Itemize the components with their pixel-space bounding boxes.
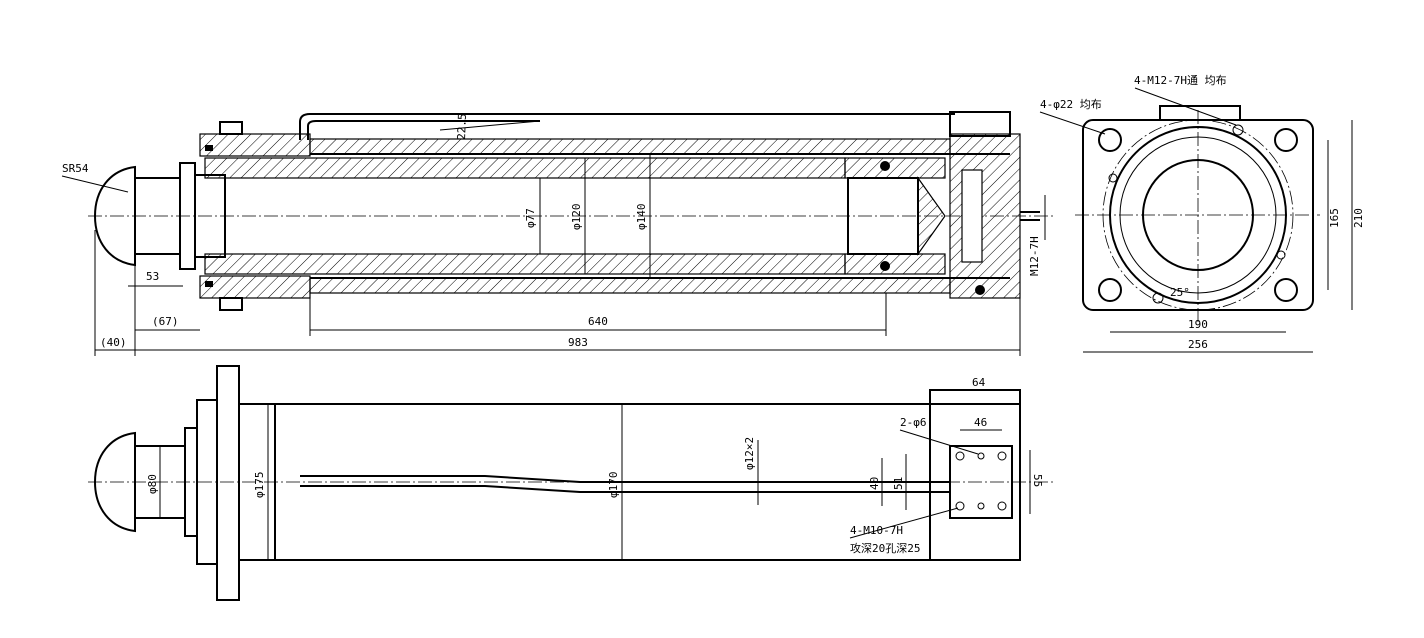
label-d120: φ120 [570,204,583,231]
label-l640: 640 [588,315,608,328]
thread-a [1232,124,1244,136]
label-h51: 51 [892,477,905,490]
label-w165: 165 [1328,208,1341,228]
seal-2 [205,281,213,287]
label-sr54: SR54 [62,162,89,175]
rod-wall-bottom [204,253,846,275]
gland-nut-top [219,121,243,135]
ext-flange [216,365,240,601]
label-l46: 46 [974,416,987,429]
hole-tl [1098,128,1122,152]
barrel-wall-bottom [309,277,951,294]
pin-1 [977,452,985,460]
label-l53: 53 [146,270,159,283]
bolt-1 [955,451,965,461]
label-l40: (40) [100,336,127,349]
section-view: 22.5 φ77 φ120 φ140 SR54 M12-7H 53 (67) 6… [61,111,1055,356]
ext-pipe-bottom [300,485,950,493]
label-angle: 22.5 [455,113,469,140]
thread-b [1152,292,1164,304]
exterior-view: φ80 φ175 φ170 φ12×2 64 46 2-φ6 40 51 55 … [88,365,1055,601]
piston-top [844,157,946,179]
pin-2 [977,502,985,510]
ext-pipe-top [300,475,950,483]
label-h40: 40 [868,477,881,490]
label-w210: 210 [1352,208,1365,228]
label-pipe: φ12×2 [743,437,756,470]
label-a25: 25° [1170,286,1190,299]
bolts-leader [849,507,959,539]
ext-dome [93,431,136,533]
thread-c [1108,173,1118,183]
label-l64: 64 [972,376,986,389]
label-pins: 2-φ6 [900,416,927,429]
label-h55: 55 [1031,474,1044,487]
flange-holes-leader [1039,111,1106,135]
flange-top-boss [1159,105,1241,121]
label-d170: φ170 [607,472,620,499]
label-d140: φ140 [635,204,648,231]
label-d77: φ77 [524,208,537,228]
piston-cone [917,176,946,256]
oil-pipe-inner [307,120,540,140]
gland-bottom [199,275,311,299]
bolt-3 [955,501,965,511]
gland-top [199,133,311,157]
hole-br [1274,278,1298,302]
label-l67: (67) [152,315,179,328]
piston-seal-b [880,261,890,271]
dome-end [93,165,136,267]
label-w256: 256 [1188,338,1208,351]
label-bolts-depth: 攻深20孔深25 [850,541,921,555]
flange-threads-leader [1134,87,1237,126]
rod-wall-top [204,157,846,179]
piston-seal-a [880,161,890,171]
bolt-2 [997,451,1007,461]
end-cap-cavity [961,169,983,263]
oil-pipe-outer [299,113,955,140]
label-w190: 190 [1188,318,1208,331]
label-d175: φ175 [253,472,266,499]
piston-bottom [844,253,946,275]
seal-1 [205,145,213,151]
pins-leader [899,429,979,455]
end-seal [975,285,985,295]
hole-bl [1098,278,1122,302]
end-block [949,111,1011,137]
gland-nut-bottom [219,297,243,311]
hole-tr [1274,128,1298,152]
barrel-wall-top [309,138,951,155]
label-bolts: 4-M10-7H [850,524,903,537]
pipe-angle-line [439,120,541,131]
label-flange-threads: 4-M12-7H通 均布 [1134,74,1227,87]
flange-view: 4-φ22 均布 4-M12-7H通 均布 25° 165 210 190 25… [1039,74,1365,353]
bolt-4 [997,501,1007,511]
sr54-leader [61,175,129,193]
thread-d [1276,250,1286,260]
end-cap [949,133,1021,299]
label-m12port: M12-7H [1028,236,1041,276]
label-l983: 983 [568,336,588,349]
label-flange-holes: 4-φ22 均布 [1040,98,1102,111]
label-d80: φ80 [146,474,159,494]
